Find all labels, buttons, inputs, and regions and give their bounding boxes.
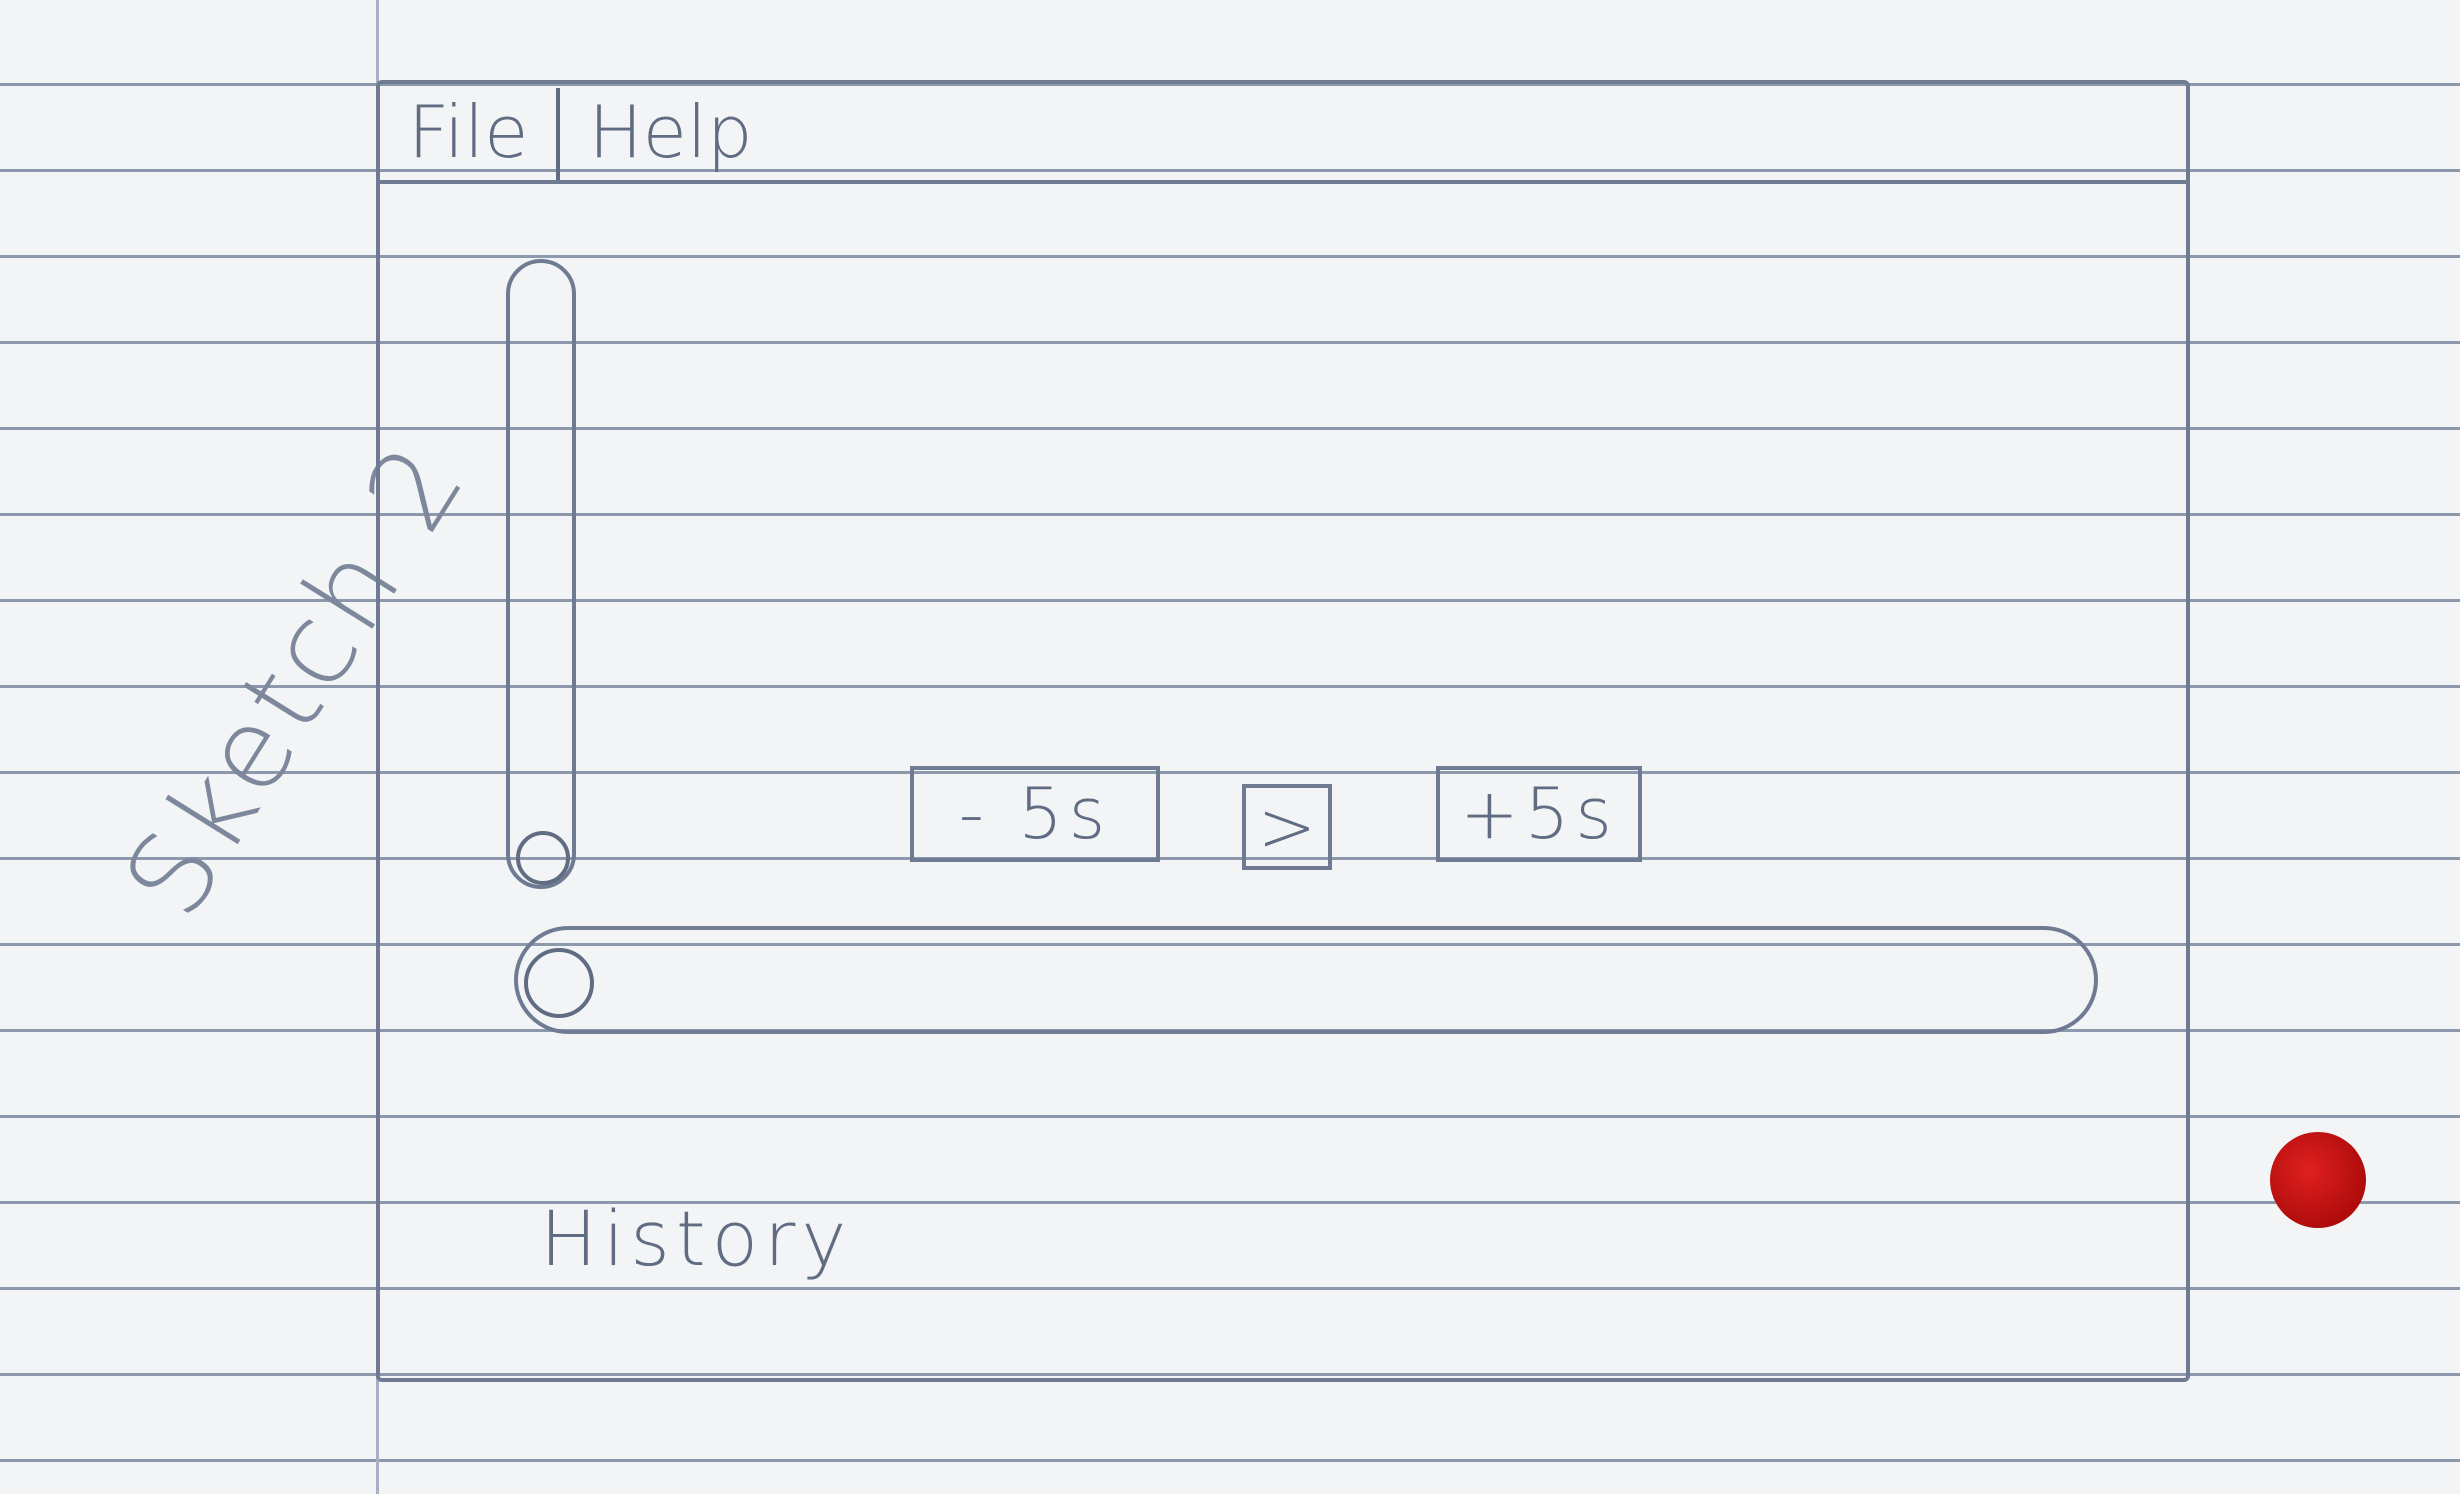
app-window: File Help - 5s > +5s History xyxy=(376,80,2190,1382)
volume-slider[interactable] xyxy=(506,259,576,889)
volume-slider-thumb[interactable] xyxy=(516,831,570,885)
rewind-5s-button[interactable]: - 5s xyxy=(910,766,1160,862)
menu-separator xyxy=(556,88,561,180)
menu-bar: File Help xyxy=(380,84,2186,184)
seek-slider[interactable] xyxy=(514,926,2098,1034)
history-label[interactable]: History xyxy=(540,1194,853,1283)
menu-help[interactable]: Help xyxy=(588,90,753,174)
menu-file[interactable]: File xyxy=(408,90,529,174)
binder-hole xyxy=(2270,1132,2366,1228)
seek-slider-thumb[interactable] xyxy=(524,948,594,1018)
forward-5s-button[interactable]: +5s xyxy=(1436,766,1642,862)
play-button[interactable]: > xyxy=(1242,784,1332,870)
